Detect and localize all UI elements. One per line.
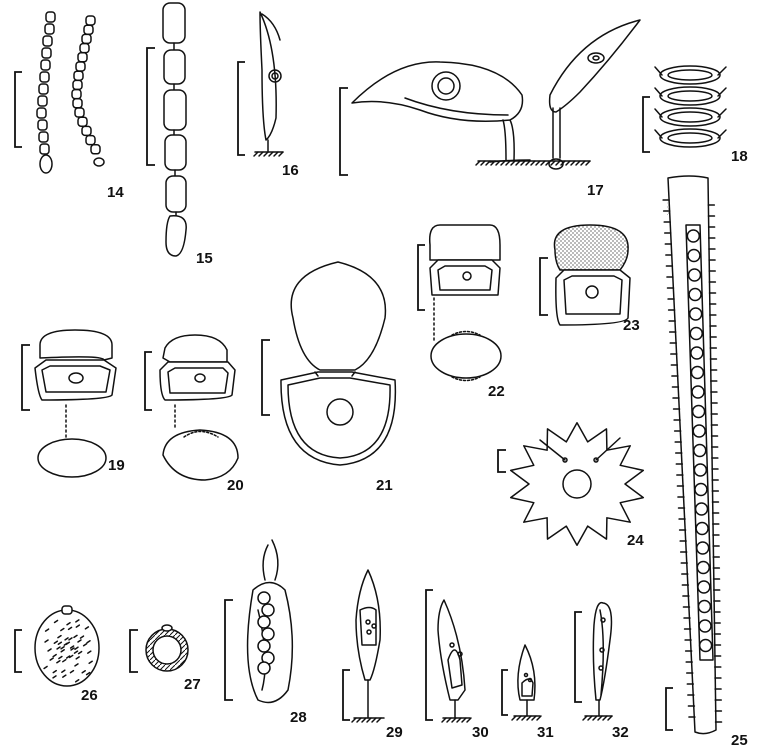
specimen-23-desmid <box>540 225 630 325</box>
specimen-26-spiny-spore <box>15 606 99 686</box>
specimen-29-stalked-cell <box>343 570 384 722</box>
specimen-28-flagellate <box>225 540 292 702</box>
figure-label-26: 26 <box>81 688 98 703</box>
figure-label-29: 29 <box>386 725 403 740</box>
figure-label-28: 28 <box>290 710 307 725</box>
figure-label-16: 16 <box>282 163 299 178</box>
figure-label-17: 17 <box>587 183 604 198</box>
specimen-15-filament <box>147 3 186 256</box>
specimen-20-desmid <box>145 335 238 480</box>
specimen-24-spiny-desmid <box>498 423 643 545</box>
figure-label-18: 18 <box>731 149 748 164</box>
figure-label-32: 32 <box>612 725 629 740</box>
figure-label-23: 23 <box>623 318 640 333</box>
figure-label-19: 19 <box>108 458 125 473</box>
figure-label-25: 25 <box>731 733 748 748</box>
figure-label-14: 14 <box>107 185 124 200</box>
specimen-31-small-stalked-cell <box>502 645 541 720</box>
figure-label-30: 30 <box>472 725 489 740</box>
specimen-27-ring-spore <box>130 625 188 672</box>
specimen-14-filaments <box>15 12 104 173</box>
figure-label-24: 24 <box>627 533 644 548</box>
specimen-30-stalked-cell <box>426 590 471 722</box>
figure-label-20: 20 <box>227 478 244 493</box>
specimen-22-desmid <box>418 225 501 381</box>
specimen-25-long-cell <box>663 176 721 734</box>
specimen-17-stalked-cells <box>340 20 640 175</box>
specimen-16-spindle-cell <box>238 12 283 156</box>
figure-label-15: 15 <box>196 251 213 266</box>
figure-label-27: 27 <box>184 677 201 692</box>
specimen-18-stacked-cells <box>643 66 726 152</box>
specimen-19-desmid <box>22 330 116 477</box>
figure-label-21: 21 <box>376 478 393 493</box>
figure-label-31: 31 <box>537 725 554 740</box>
figure-label-22: 22 <box>488 384 505 399</box>
specimen-21-large-desmid <box>262 262 395 465</box>
specimen-32-slender-stalked-cell <box>575 603 612 720</box>
